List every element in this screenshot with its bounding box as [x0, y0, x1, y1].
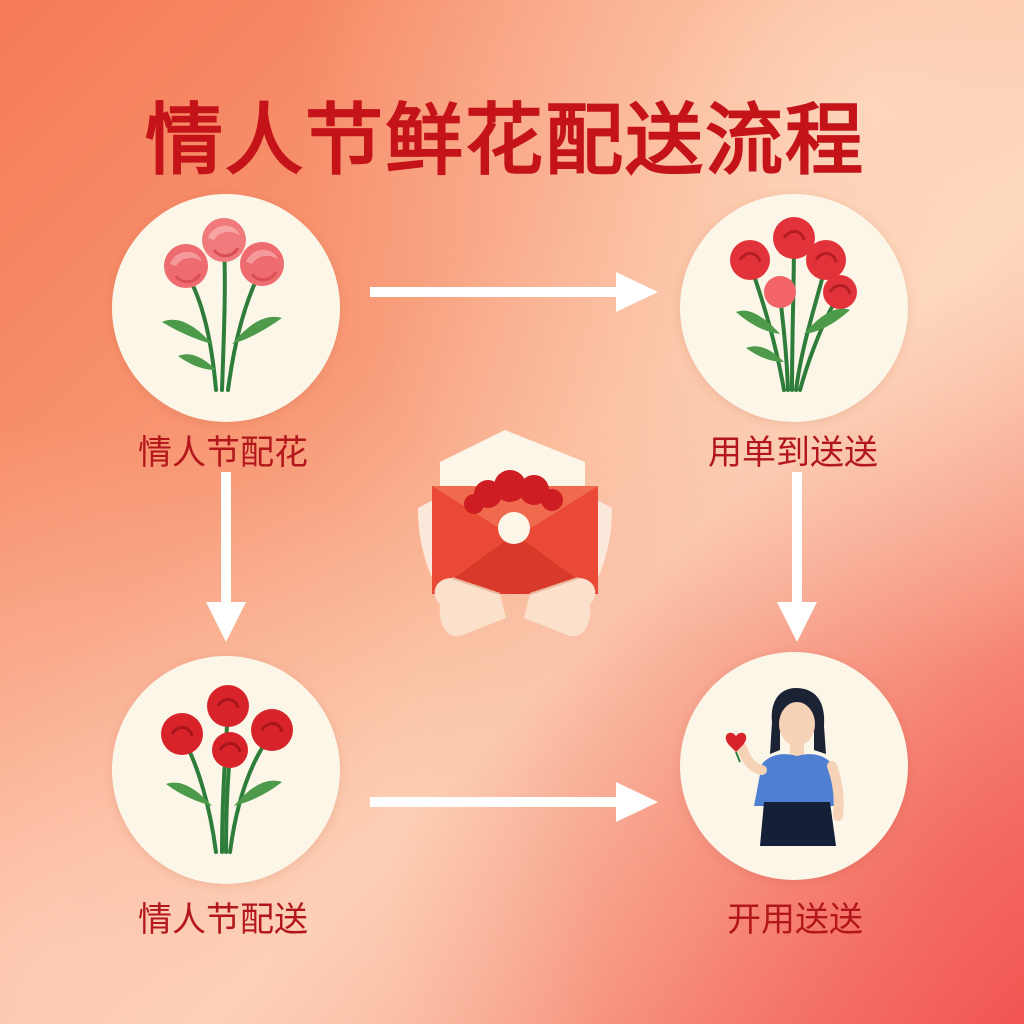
arrow-down-icon: [777, 472, 817, 642]
red-roses-icon: [161, 685, 293, 854]
node-top-right: [680, 194, 908, 422]
pink-roses-icon: [162, 218, 284, 392]
node-label-top-left: 情人节配花: [138, 433, 308, 473]
arrow-down-icon: [206, 472, 246, 642]
red-roses-bouquet-icon: [730, 217, 857, 392]
node-top-left: [112, 194, 340, 422]
arrow-right-icon: [370, 272, 658, 312]
page-title: 情人节鲜花配送流程: [145, 96, 866, 186]
node-bottom-left: [112, 656, 340, 884]
arrow-right-icon: [370, 782, 658, 822]
node-label-bottom-left: 情人节配送: [138, 900, 308, 940]
woman-with-heart-icon: [725, 688, 844, 846]
node-label-top-right: 用单到送送: [708, 433, 878, 473]
node-bottom-right: [680, 652, 908, 880]
envelope-in-hands-icon: [418, 430, 612, 637]
center-illustration: [410, 428, 620, 652]
node-label-bottom-right: 开用送送: [727, 900, 863, 940]
